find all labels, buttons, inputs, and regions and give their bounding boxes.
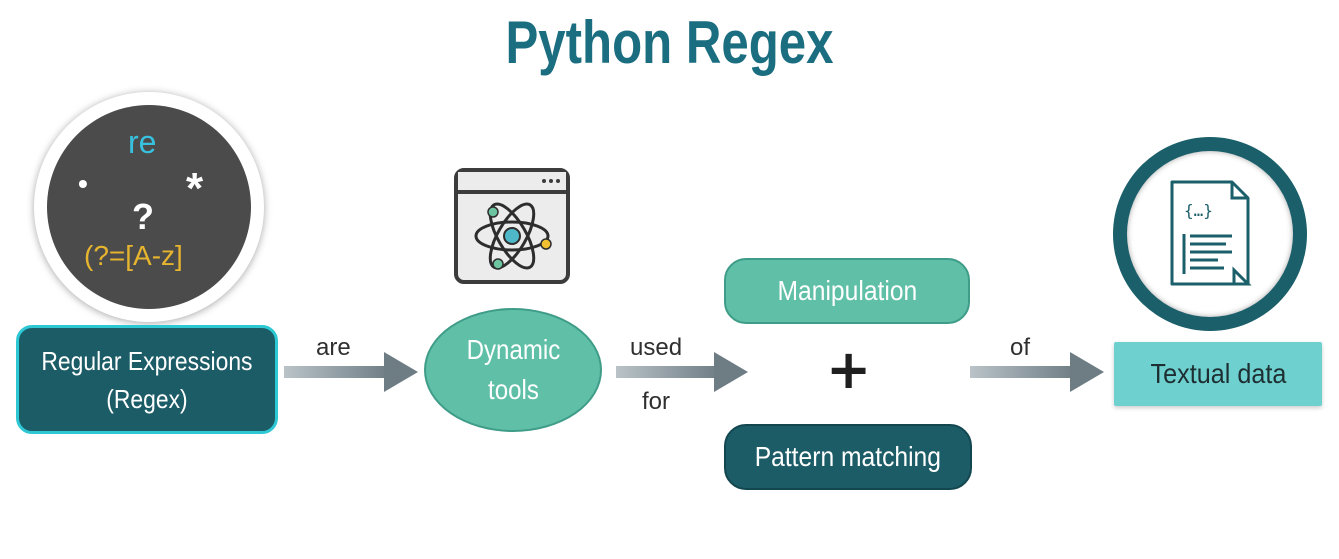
atom-icon [474, 179, 560, 270]
regex-node-line2: (Regex) [106, 383, 188, 414]
lookahead-symbol: (?=[A-z] [84, 240, 183, 271]
question-symbol: ? [132, 196, 154, 237]
window-title-bar [458, 172, 566, 194]
dynamic-tools-node: Dynamic tools [424, 308, 602, 432]
connector-used: used [630, 334, 683, 361]
connector-are: are [316, 334, 351, 361]
arrow-of [970, 352, 1104, 392]
manipulation-node: Manipulation [724, 258, 970, 324]
regex-node-line1: Regular Expressions [41, 345, 253, 376]
re-symbol: re [128, 124, 157, 160]
regex-node: Regular Expressions (Regex) [16, 325, 278, 434]
regex-symbol-disc [47, 105, 251, 309]
dynamic-tools-line1: Dynamic [466, 334, 560, 365]
textual-data-node: Textual data [1114, 342, 1322, 406]
star-symbol: * [186, 164, 204, 213]
arrow-are [284, 352, 418, 392]
diagram-title: Python Regex [505, 9, 834, 76]
dot-symbol: • [78, 168, 88, 199]
dynamic-tools-line2: tools [487, 374, 539, 405]
connector-for: for [642, 388, 671, 415]
arrow-used-for [616, 352, 748, 392]
pattern-matching-node: Pattern matching [724, 424, 972, 490]
plus-sign: + [826, 338, 872, 401]
pattern-matching-label: Pattern matching [754, 441, 942, 472]
svg-text:{…}: {…} [1184, 201, 1213, 220]
code-document-icon: {…} [1170, 180, 1252, 286]
textual-data-label: Textual data [1150, 358, 1286, 389]
manipulation-label: Manipulation [777, 275, 917, 306]
connector-of: of [1010, 334, 1031, 361]
atom-window-icon [454, 168, 570, 284]
